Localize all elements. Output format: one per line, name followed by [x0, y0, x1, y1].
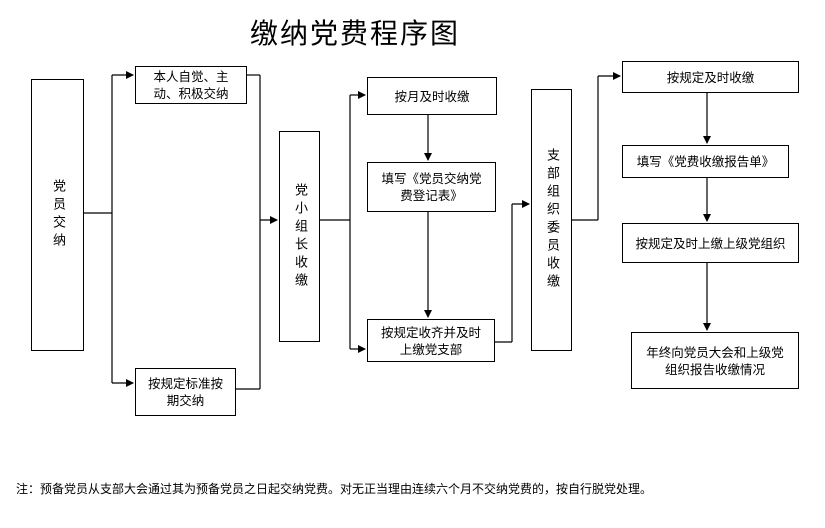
node-branch-committee: 支部组织委员收缴: [531, 89, 572, 351]
node-fill-register: 填写《党员交纳党费登记表》: [367, 162, 496, 212]
node-year-end-report: 年终向党员大会和上级党组织报告收缴情况: [631, 332, 799, 389]
node-submit-upper: 按规定及时上缴上级党组织: [622, 223, 799, 263]
node-timely-collect: 按规定及时收缴: [622, 61, 799, 93]
node-periodic-payment: 按规定标准按期交纳: [135, 368, 236, 416]
node-collect-submit: 按规定收齐并及时上缴党支部: [367, 319, 495, 362]
footnote: 注：预备党员从支部大会通过其为预备党员之日起交纳党费。对无正当理由连续六个月不交…: [16, 482, 653, 496]
page-title: 缴纳党费程序图: [250, 17, 461, 50]
node-fill-report: 填写《党费收缴报告单》: [622, 145, 789, 178]
node-member: 党员交纳: [31, 79, 84, 351]
node-group-leader: 党小组长收缴: [279, 131, 320, 342]
node-self-payment: 本人自觉、主动、积极交纳: [135, 66, 247, 104]
node-monthly-collect: 按月及时收缴: [367, 77, 497, 115]
